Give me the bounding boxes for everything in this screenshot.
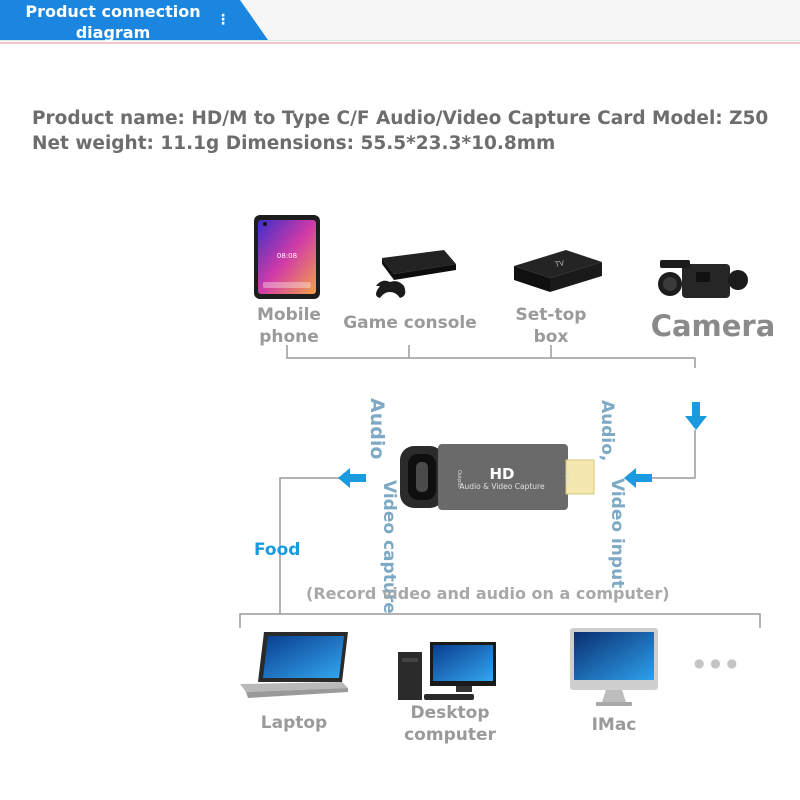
target-bus-line xyxy=(239,613,761,628)
product-info: Product name: HD/M to Type C/F Audio/Vid… xyxy=(32,106,768,156)
capture-device xyxy=(400,444,595,510)
left-arrow-icon xyxy=(338,468,366,488)
game-console-icon xyxy=(376,250,456,298)
header-tab xyxy=(0,0,268,40)
down-arrow-icon xyxy=(685,402,707,430)
source-label-mobile-phone: Mobile phone xyxy=(257,305,321,347)
menu-dots-icon[interactable]: ⋮ xyxy=(216,12,230,28)
desktop-computer-icon xyxy=(398,642,496,700)
output-feed-line xyxy=(279,477,345,614)
set-top-box-icon: TV xyxy=(514,250,602,292)
source-label-game-console: Game console xyxy=(343,313,477,333)
smartphone-icon: 08:08 xyxy=(254,215,320,299)
device-name: Audio & Video Capture xyxy=(459,482,545,491)
set-top-box-logo: TV xyxy=(554,259,566,269)
device-input-port-label: Input xyxy=(564,470,570,483)
source-bus-line xyxy=(286,345,696,368)
target-label-laptop: Laptop xyxy=(260,713,328,733)
source-label-camera: Camera xyxy=(650,309,776,343)
source-label-set-top-box: Set-top box xyxy=(515,305,587,347)
input-feed-line xyxy=(648,430,696,479)
product-info-line2: Net weight: 11.1g Dimensions: 55.5*23.3*… xyxy=(32,133,556,154)
feed-label: Food xyxy=(254,540,301,560)
target-label-desktop: Desktop computer xyxy=(404,703,496,745)
svg-text:08:08: 08:08 xyxy=(277,252,297,260)
device-brand: HD xyxy=(489,465,515,483)
targets-caption: (Record video and audio on a computer) xyxy=(306,584,670,603)
imac-icon xyxy=(570,628,658,706)
more-targets-icon: ● ● ● xyxy=(694,656,739,670)
top-divider xyxy=(0,42,800,44)
laptop-icon xyxy=(240,632,348,698)
product-info-line1: Product name: HD/M to Type C/F Audio/Vid… xyxy=(32,108,769,129)
audio-input-label-a: Audio, xyxy=(597,400,617,462)
left-arrow-icon xyxy=(624,468,652,488)
device-output-port-label: Output xyxy=(456,470,462,488)
target-label-imac: IMac xyxy=(591,715,637,735)
audio-capture-label-a: Audio xyxy=(366,398,388,460)
video-capture-label-b: Video capture xyxy=(379,480,399,614)
header-title: Product connection diagram xyxy=(25,2,201,42)
video-camera-icon xyxy=(658,260,748,298)
video-input-label-b: Video input xyxy=(607,478,627,589)
